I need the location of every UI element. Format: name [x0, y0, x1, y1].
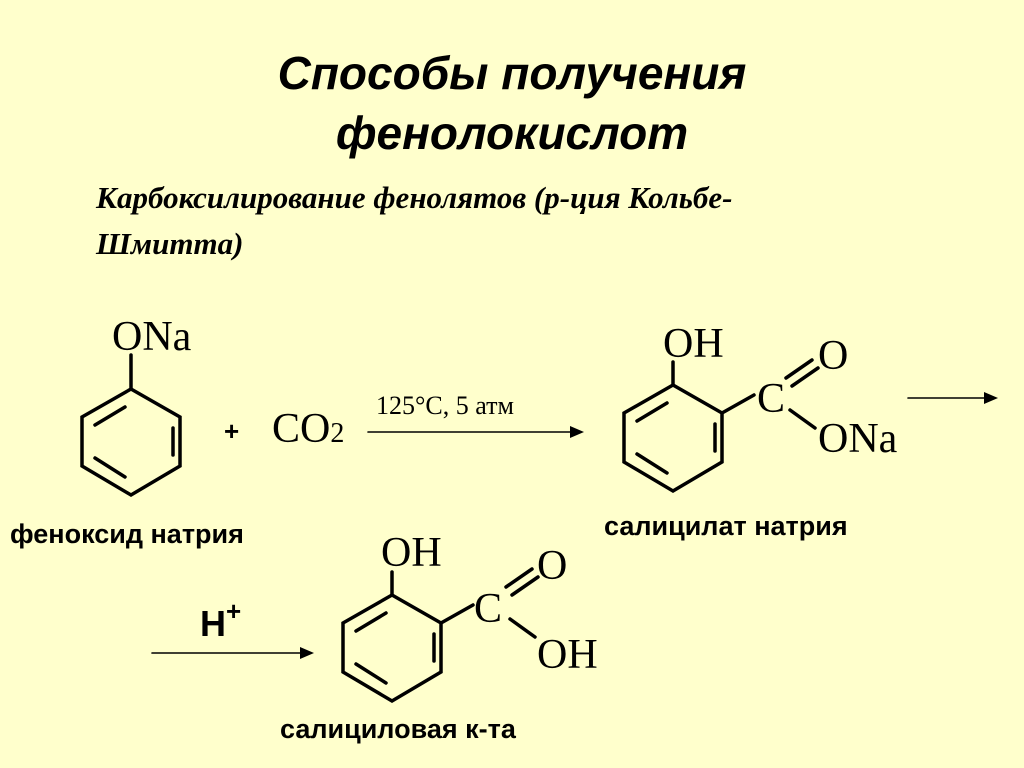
reaction-conditions: 125°C, 5 атм: [376, 391, 514, 420]
phenoxide-ona-label: ONa: [112, 314, 192, 360]
acid-c-bond: [439, 603, 475, 625]
subtitle-line-2: Шмитта): [96, 226, 244, 261]
salicylate-oh-label: OH: [663, 321, 724, 367]
acid-reagent: H+: [200, 598, 241, 644]
title-line-2: фенолокислот: [335, 107, 689, 159]
acid-cooh-oh-label: OH: [537, 632, 598, 678]
acid-h-symbol: H: [200, 603, 226, 644]
salicylate-name: салицилат натрия: [604, 511, 848, 541]
reaction-arrow-3: [151, 647, 314, 659]
reaction-arrow-1: [367, 426, 584, 438]
acid-oh-label: OH: [381, 530, 442, 576]
co2-symbol: CO: [272, 406, 331, 452]
subtitle-line-1: Карбоксилирование фенолятов (р-ция Кольб…: [96, 180, 733, 215]
acid-c-label: C: [474, 586, 503, 632]
salicylate-o-label: O: [818, 333, 849, 379]
title-line-1: Способы получения: [277, 47, 747, 99]
salicylate-c-label: C: [757, 376, 786, 422]
salicylate-c-bond: [720, 393, 756, 415]
reaction-arrow-2: [907, 392, 998, 404]
acid-charge: +: [226, 596, 242, 626]
salicylic-acid-name: салициловая к-та: [280, 714, 516, 744]
acid-o-label: O: [537, 543, 568, 589]
phenoxide-ring: [80, 353, 182, 498]
co2-formula: CO2: [272, 408, 344, 450]
salicylic-acid-structure: [341, 567, 540, 704]
phenoxide-name: феноксид натрия: [10, 519, 244, 549]
salicylate-ona-label: ONa: [818, 416, 898, 462]
plus-sign: +: [224, 416, 240, 446]
salicylate-structure: [622, 358, 820, 494]
co2-subscript: 2: [330, 418, 345, 449]
